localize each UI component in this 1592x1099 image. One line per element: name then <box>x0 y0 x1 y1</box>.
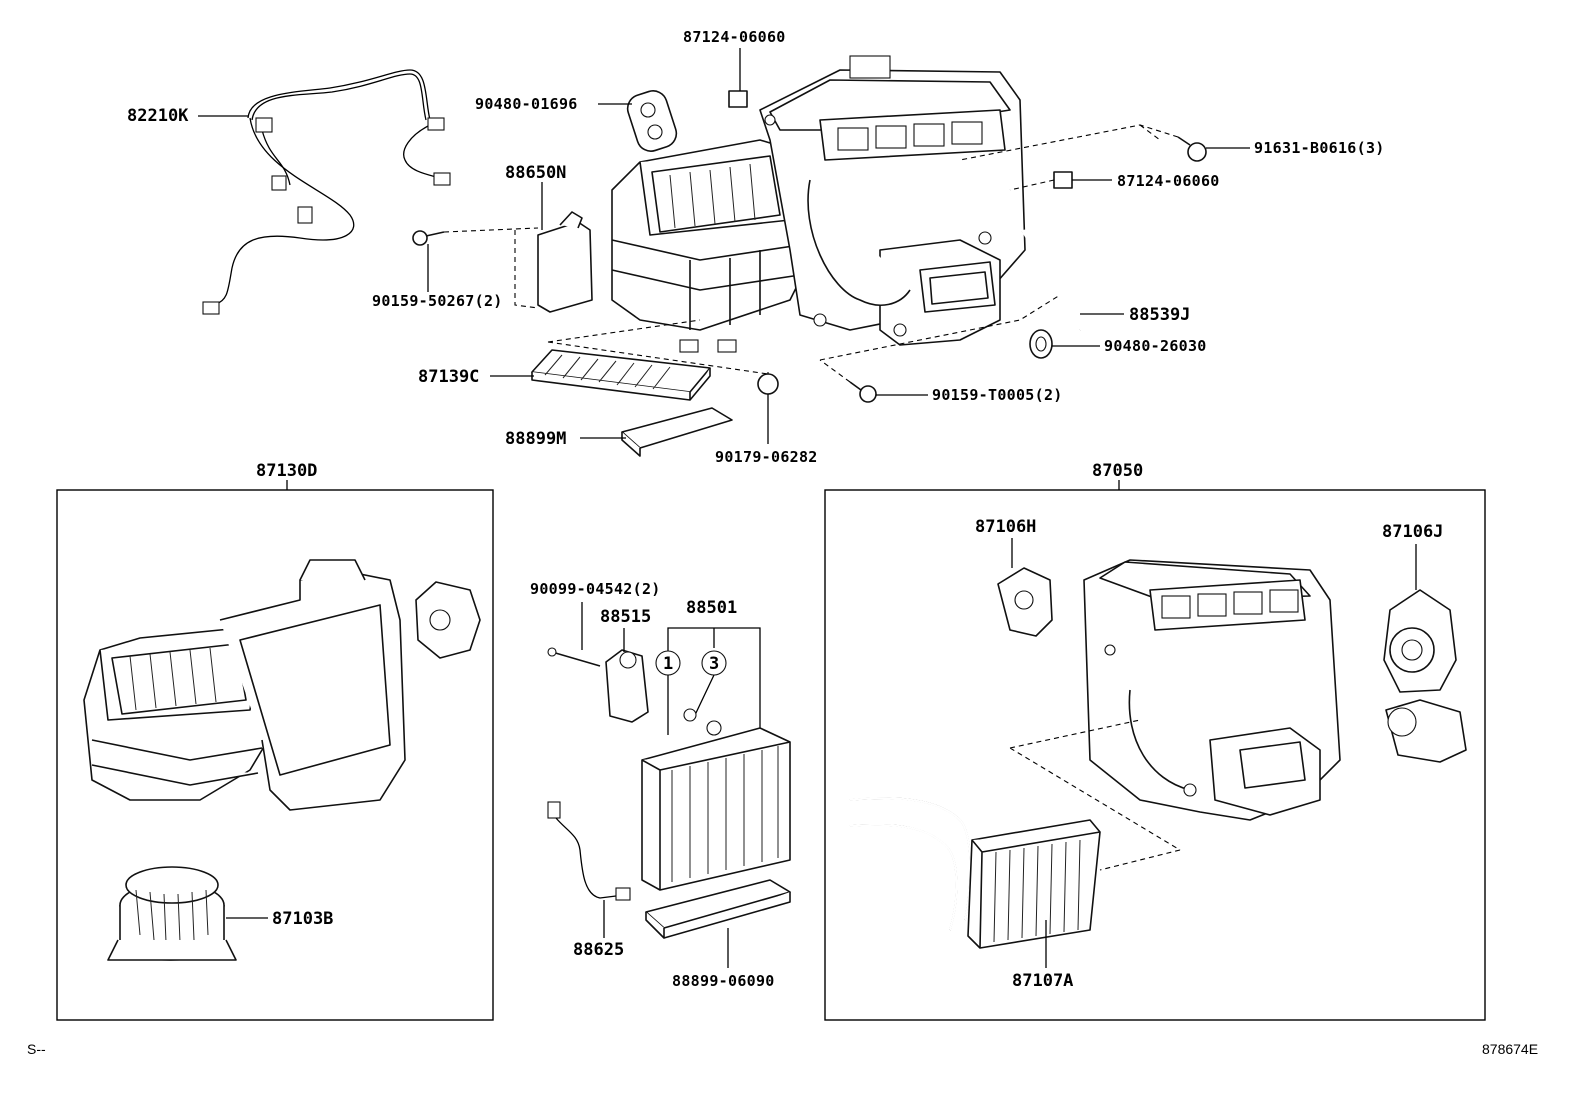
label-90159-T0005[interactable]: 90159-T0005(2) <box>932 386 1063 404</box>
label-87130D[interactable]: 87130D <box>256 461 317 481</box>
callout-1: 1 <box>663 654 673 674</box>
label-87106H[interactable]: 87106H <box>975 517 1036 537</box>
blower-assembly-drawing <box>83 559 481 961</box>
label-88899M[interactable]: 88899M <box>505 429 566 449</box>
right-leaders <box>1011 538 1417 968</box>
label-90099-04542[interactable]: 90099-04542(2) <box>530 580 661 598</box>
callout-3: 3 <box>709 654 719 674</box>
top-small-parts <box>412 90 1207 457</box>
label-87139C[interactable]: 87139C <box>418 367 479 387</box>
label-90179-06282[interactable]: 90179-06282 <box>715 448 818 466</box>
heater-unit-drawing <box>849 559 1467 949</box>
hvac-unit-top-drawing <box>611 55 1026 353</box>
top-dashed-guides <box>443 124 1179 383</box>
label-87050[interactable]: 87050 <box>1092 461 1143 481</box>
label-90159-50267[interactable]: 90159-50267(2) <box>372 292 503 310</box>
label-82210K[interactable]: 82210K <box>127 106 189 126</box>
label-88899-06090[interactable]: 88899-06090 <box>672 972 775 990</box>
label-87124-06060-right[interactable]: 87124-06060 <box>1117 172 1220 190</box>
footer-right-code: 878674E <box>1482 1041 1538 1057</box>
label-88625[interactable]: 88625 <box>573 940 624 960</box>
evaporator-drawing <box>547 627 791 939</box>
part-labels: 82210K 87124-06060 90480-01696 88650N 91… <box>127 28 1443 991</box>
label-88650N[interactable]: 88650N <box>505 163 566 183</box>
top-leaders <box>198 48 1250 444</box>
middle-leaders <box>581 602 729 968</box>
label-87124-06060-top[interactable]: 87124-06060 <box>683 28 786 46</box>
label-88539J[interactable]: 88539J <box>1129 305 1190 325</box>
label-87103B[interactable]: 87103B <box>272 909 333 929</box>
footer-left-code: S-- <box>27 1041 46 1057</box>
label-88501[interactable]: 88501 <box>686 598 737 618</box>
label-90480-26030[interactable]: 90480-26030 <box>1104 337 1207 355</box>
label-90480-01696[interactable]: 90480-01696 <box>475 95 578 113</box>
label-88515[interactable]: 88515 <box>600 607 651 627</box>
assembly-box-87050 <box>824 489 1486 1021</box>
label-91631-B0616[interactable]: 91631-B0616(3) <box>1254 139 1385 157</box>
label-87106J[interactable]: 87106J <box>1382 522 1443 542</box>
right-dashed-guides <box>1009 719 1181 871</box>
assembly-box-87130D <box>56 489 494 1021</box>
wire-harness-drawing <box>202 69 451 315</box>
label-87107A[interactable]: 87107A <box>1012 971 1073 991</box>
